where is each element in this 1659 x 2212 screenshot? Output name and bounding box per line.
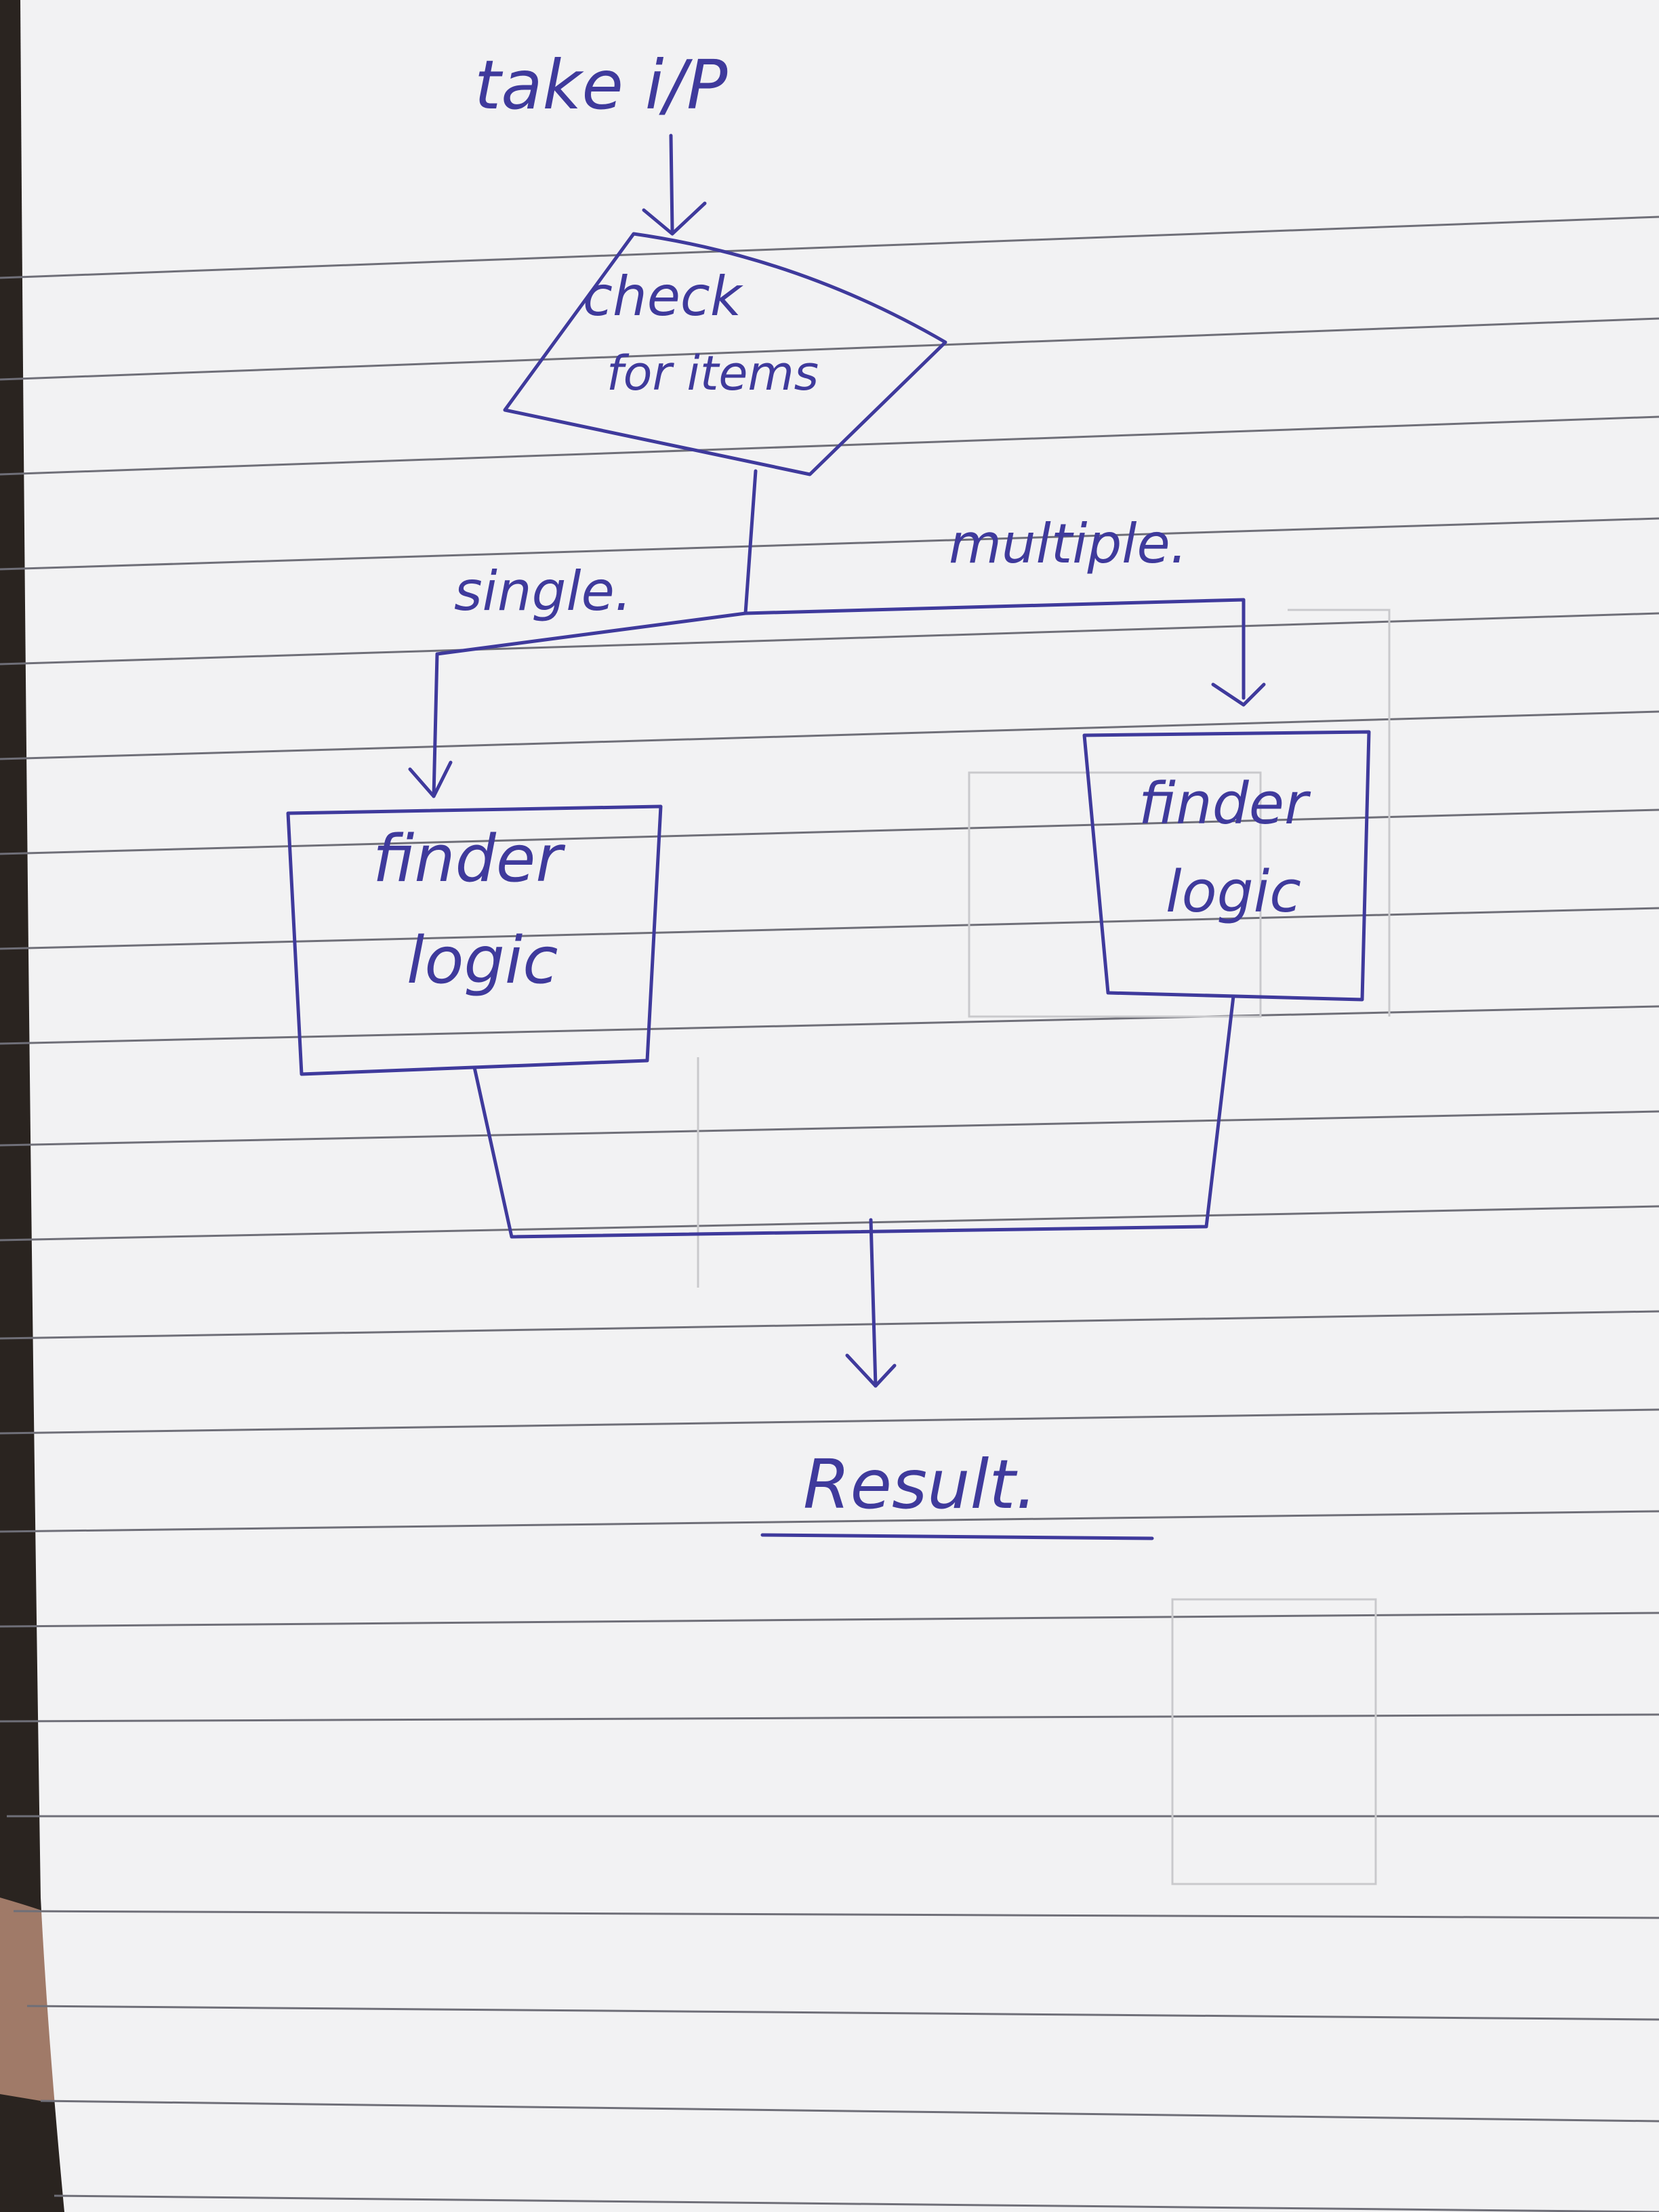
branch-left-label: single. — [454, 560, 632, 623]
show-through-marks — [697, 609, 1391, 1885]
right-box-label-line1: finder — [1139, 771, 1311, 838]
branch-right-label: multiple. — [949, 512, 1187, 575]
right-process-box — [1082, 730, 1371, 1002]
decision-label-line2: for items — [607, 346, 819, 401]
decision-label-line1: check — [583, 265, 743, 328]
arrow-start-to-decision — [642, 134, 707, 236]
left-box-label-line2: logic — [407, 924, 558, 998]
paper-sheet — [20, 0, 1659, 2212]
end-label: Result. — [803, 1445, 1037, 1524]
decision-shape — [503, 232, 947, 476]
ruled-lines — [0, 216, 1659, 2212]
left-box-label-line1: finder — [373, 822, 565, 897]
start-label: take i/P — [474, 45, 728, 125]
decision-branch-connector — [408, 469, 1266, 798]
left-process-box — [286, 804, 663, 1076]
result-underline — [760, 1533, 1154, 1540]
merge-connector — [472, 994, 1235, 1388]
right-box-label-line2: logic — [1166, 859, 1301, 926]
